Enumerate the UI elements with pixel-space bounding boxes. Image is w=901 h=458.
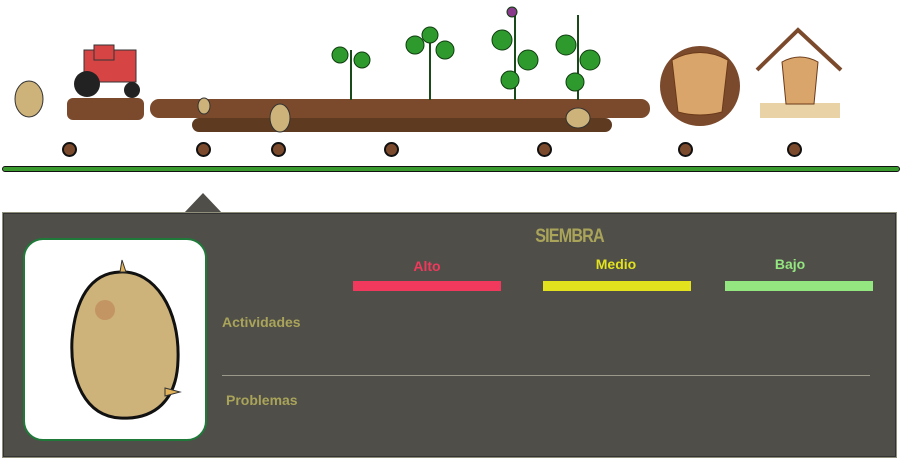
storage-house-icon xyxy=(755,27,843,118)
level-bar-bajo xyxy=(725,281,873,291)
level-label-medio: Medio xyxy=(595,256,637,272)
panel-pointer xyxy=(184,193,222,213)
activities-label: Actividades xyxy=(222,314,301,330)
potato-icon xyxy=(70,259,182,420)
level-label-bajo: Bajo xyxy=(774,256,806,272)
stage-marker[interactable] xyxy=(678,142,693,157)
tractor-icon xyxy=(67,44,144,120)
stage-marker[interactable] xyxy=(384,142,399,157)
stage-marker[interactable] xyxy=(787,142,802,157)
stage-marker[interactable] xyxy=(271,142,286,157)
problems-label: Problemas xyxy=(226,392,298,408)
seed-potato-icon xyxy=(14,80,44,118)
soil-row xyxy=(150,97,650,133)
level-bar-medio xyxy=(543,281,691,291)
stage-title: SIEMBRA xyxy=(535,226,604,247)
stage-image-card xyxy=(23,238,207,441)
harvest-sack-icon xyxy=(660,46,740,126)
stage-marker[interactable] xyxy=(196,142,211,157)
stage-marker[interactable] xyxy=(537,142,552,157)
timeline-bar xyxy=(2,166,900,172)
row-divider xyxy=(222,375,870,376)
stage-marker[interactable] xyxy=(62,142,77,157)
level-bar-alto xyxy=(353,281,501,291)
plant-icons xyxy=(331,6,601,129)
stages-illustration xyxy=(14,6,843,133)
level-label-alto: Alto xyxy=(413,258,441,274)
